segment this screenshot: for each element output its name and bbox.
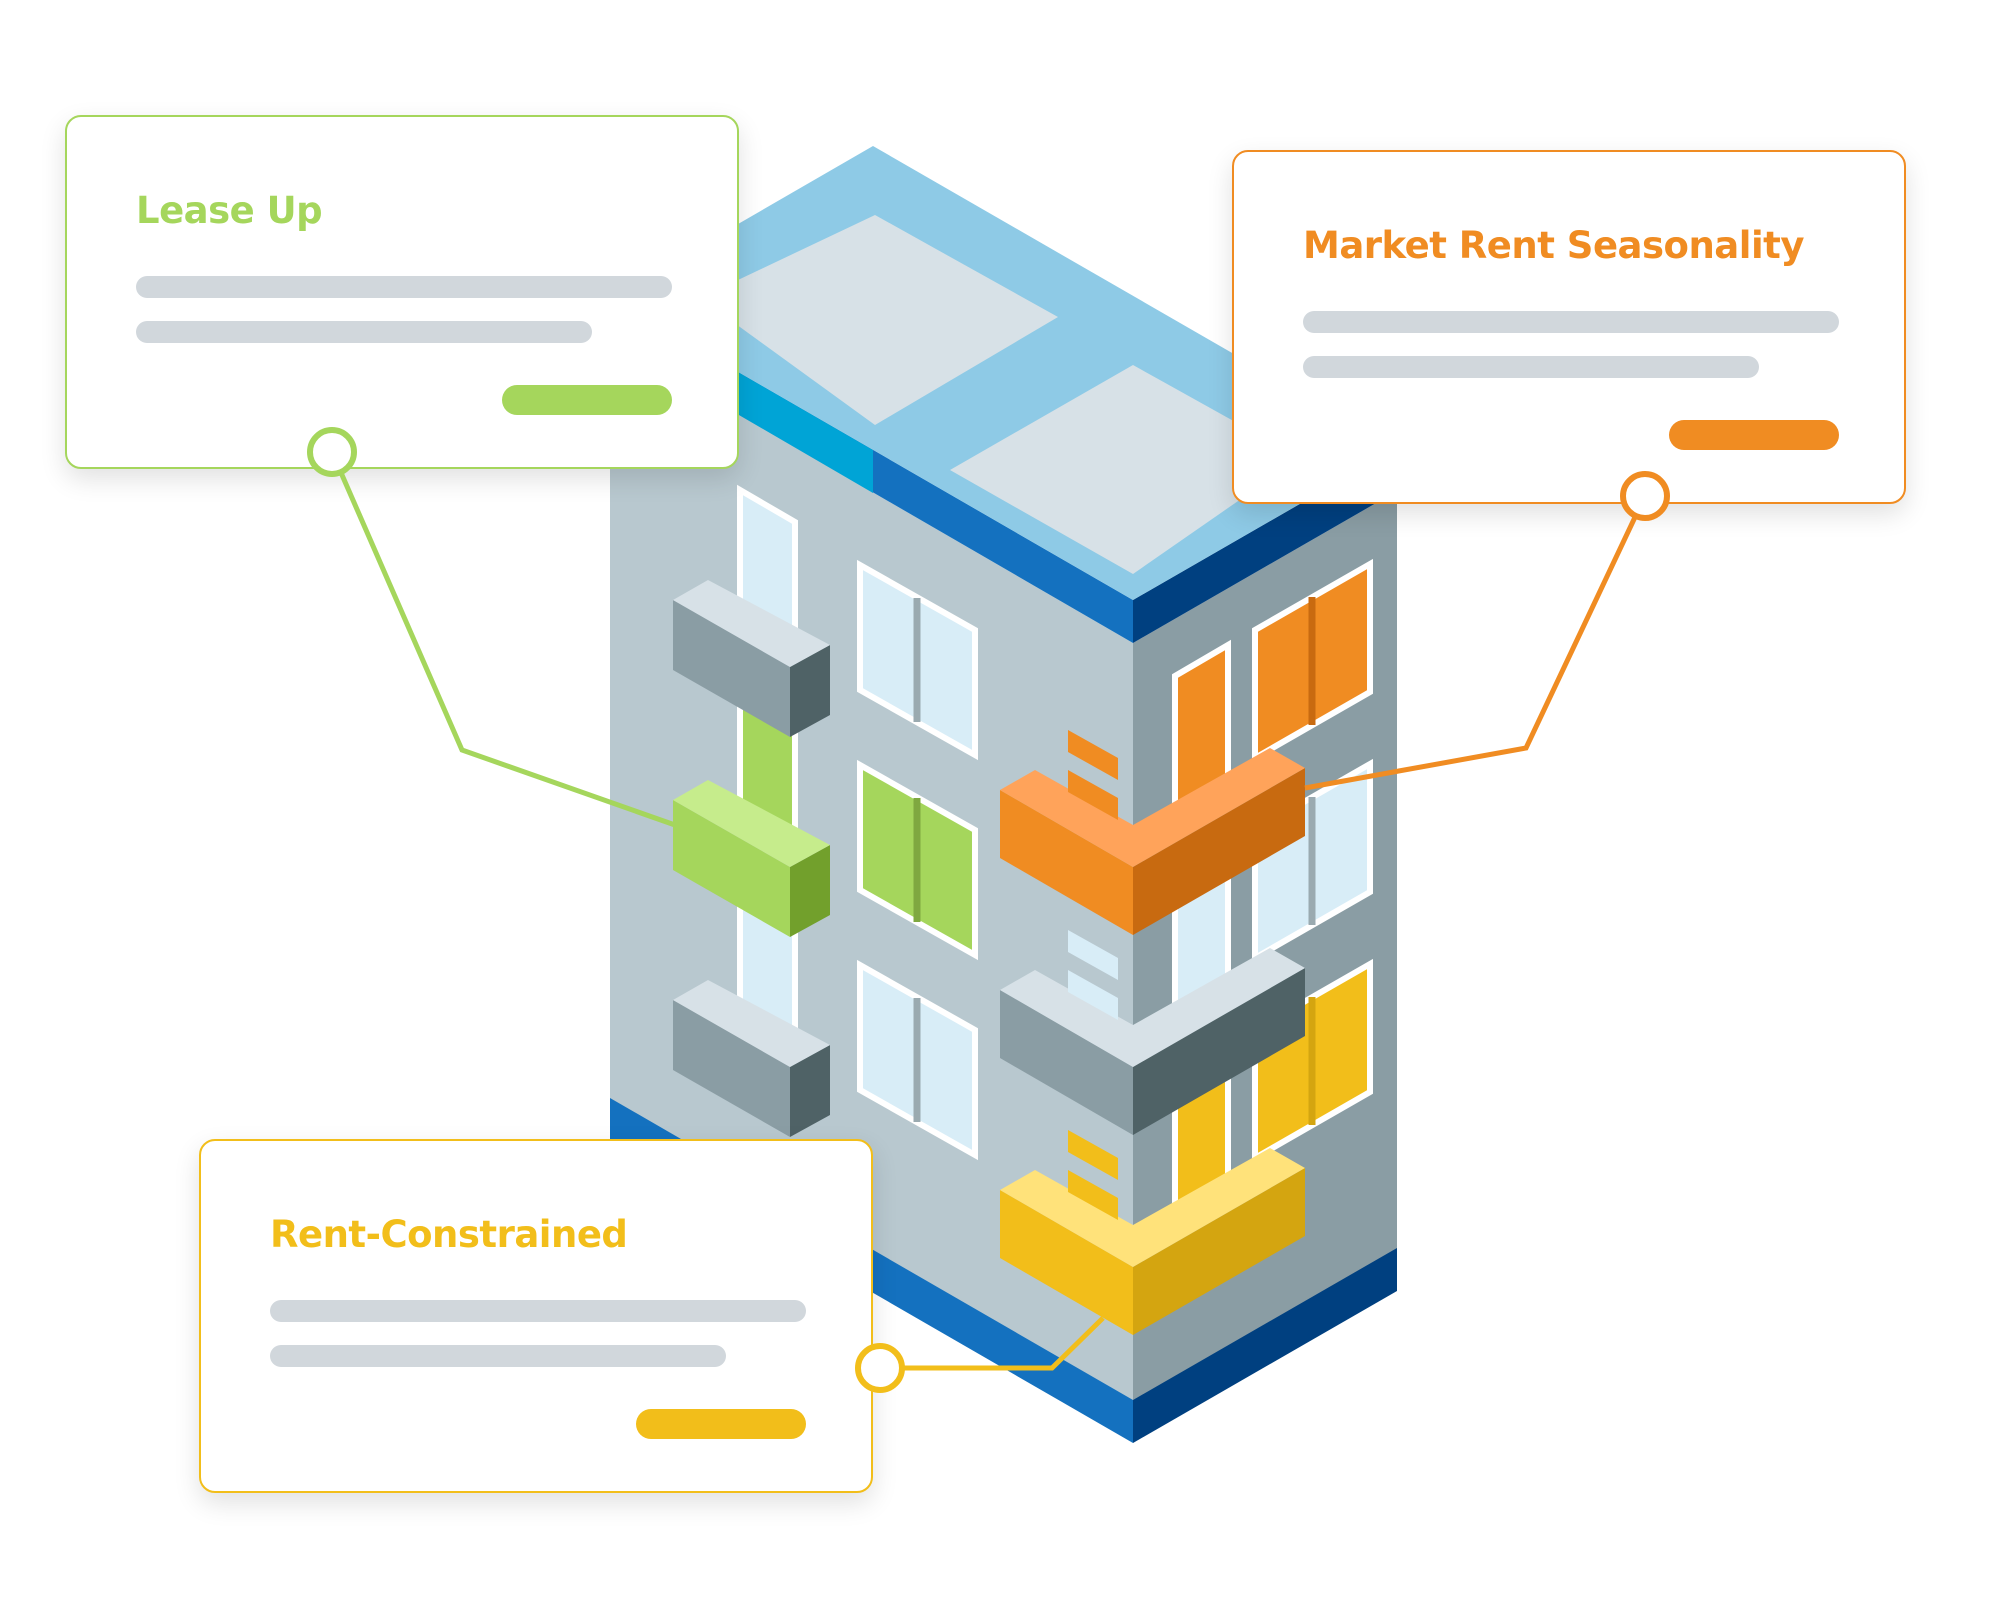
- market-rent-seasonality-card[interactable]: Market Rent Seasonality: [1232, 150, 1906, 504]
- lease-up-button[interactable]: [502, 385, 672, 415]
- placeholder-line-2: [136, 321, 592, 343]
- placeholder-line-1: [270, 1300, 806, 1322]
- lease-up-title: Lease Up: [136, 189, 323, 232]
- balcony-left-bottom: [673, 980, 830, 1137]
- base-band-right: [1133, 1248, 1397, 1443]
- market-rent-seasonality-title: Market Rent Seasonality: [1303, 224, 1804, 267]
- placeholder-line-1: [136, 276, 672, 298]
- lease-up-card[interactable]: Lease Up: [65, 115, 739, 469]
- balcony-corner-yellow: [1000, 1148, 1305, 1335]
- left-doors: [737, 484, 798, 1058]
- rent-constrained-button[interactable]: [636, 1409, 806, 1439]
- market-rent-button[interactable]: [1669, 420, 1839, 450]
- left-windows: [857, 559, 978, 1161]
- corner-vents: [1068, 730, 1118, 1220]
- rent-constrained-title: Rent-Constrained: [270, 1213, 628, 1256]
- balcony-left-top: [673, 580, 830, 737]
- balcony-corner-gray: [1000, 948, 1305, 1135]
- balcony-corner-orange: [1000, 748, 1305, 935]
- placeholder-line-1: [1303, 311, 1839, 333]
- placeholder-line-2: [270, 1345, 726, 1367]
- placeholder-line-2: [1303, 356, 1759, 378]
- balcony-left-green: [673, 780, 830, 937]
- rent-constrained-card[interactable]: Rent-Constrained: [199, 1139, 873, 1493]
- roof-panel-2: [950, 365, 1300, 574]
- roof-panel-1: [700, 215, 1058, 425]
